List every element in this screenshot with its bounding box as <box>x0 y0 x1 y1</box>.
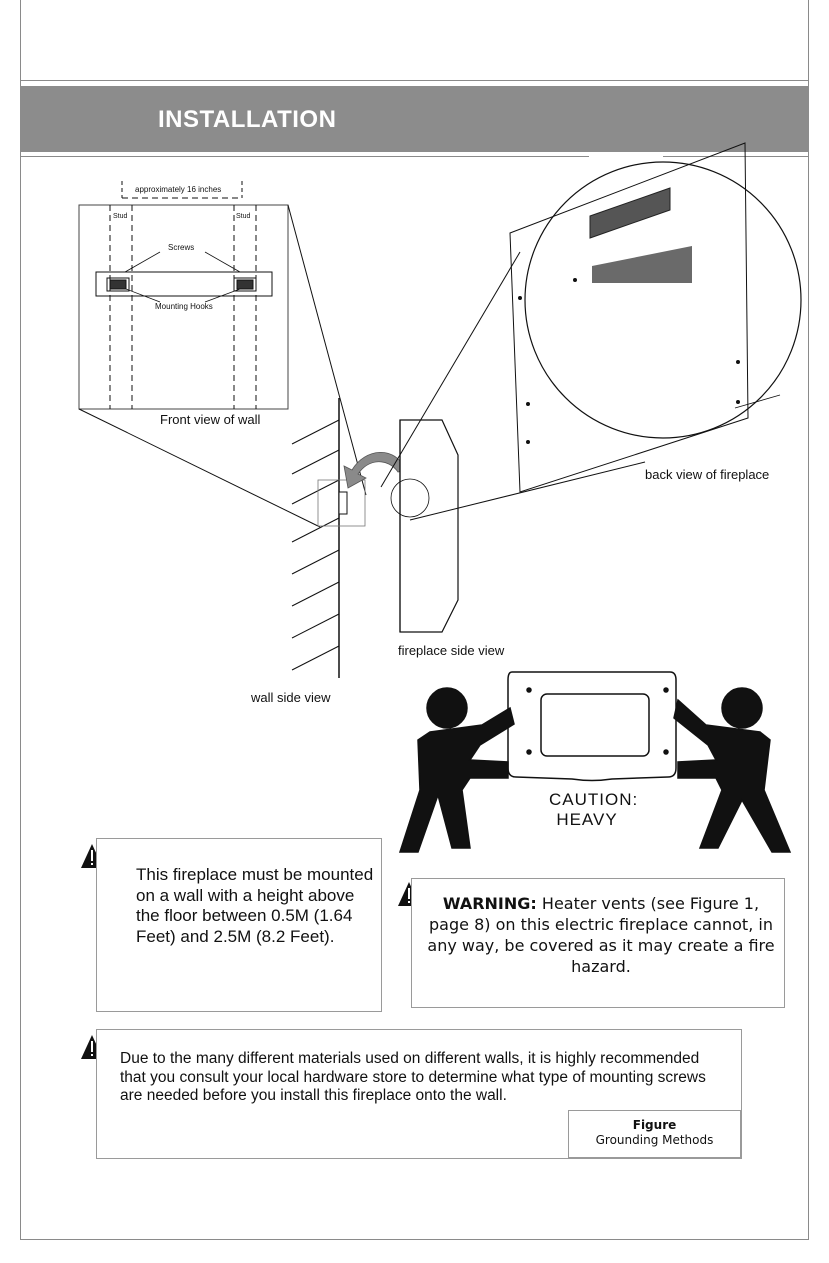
stud-left-label: Stud <box>113 213 128 220</box>
figure-caption: Grounding Methods <box>595 1133 714 1147</box>
front-view-label: Front view of wall <box>160 412 261 427</box>
warning-text: Heater vents (see Figure 1, page 8) on t… <box>427 894 775 976</box>
bottom-rule <box>20 156 809 157</box>
fireplace-side-label: fireplace side view <box>398 643 505 658</box>
height-note-box: This fireplace must be mounted on a wall… <box>96 838 382 1012</box>
fireplace-side-view <box>380 251 646 633</box>
section-banner <box>20 86 809 152</box>
screws-label: Screws <box>168 243 195 252</box>
back-view-label: back view of fireplace <box>645 467 770 482</box>
section-title: INSTALLATION <box>158 106 337 133</box>
top-rule <box>20 80 809 81</box>
back-view-fireplace <box>509 142 802 493</box>
materials-note-box: Due to the many different materials used… <box>96 1029 742 1159</box>
height-note-text: This fireplace must be mounted on a wall… <box>136 865 374 946</box>
warning-note-text: WARNING: Heater vents (see Figure 1, pag… <box>426 893 776 977</box>
carrying-figures-illustration <box>398 671 792 853</box>
mounting-hooks-label: Mounting Hooks <box>155 302 213 311</box>
caution-line2: HEAVY <box>556 810 618 829</box>
warning-note-box: WARNING: Heater vents (see Figure 1, pag… <box>411 878 785 1008</box>
materials-note-text: Due to the many different materials used… <box>120 1050 706 1104</box>
stud-right-label: Stud <box>236 213 251 220</box>
figure-reference-box: Figure Grounding Methods <box>568 1110 741 1158</box>
page-frame <box>20 0 809 1240</box>
wall-side-view <box>291 398 366 678</box>
wall-side-label: wall side view <box>251 690 331 705</box>
approx-spacing-label: approximately 16 inches <box>135 185 222 194</box>
front-view-wall <box>78 181 367 528</box>
mounting-arrow-icon <box>343 451 407 489</box>
caution-line1: CAUTION: <box>549 790 639 809</box>
warning-label: WARNING: <box>442 894 537 913</box>
figure-title: Figure <box>632 1118 677 1132</box>
caution-heavy-label: CAUTION: HEAVY <box>549 790 639 830</box>
